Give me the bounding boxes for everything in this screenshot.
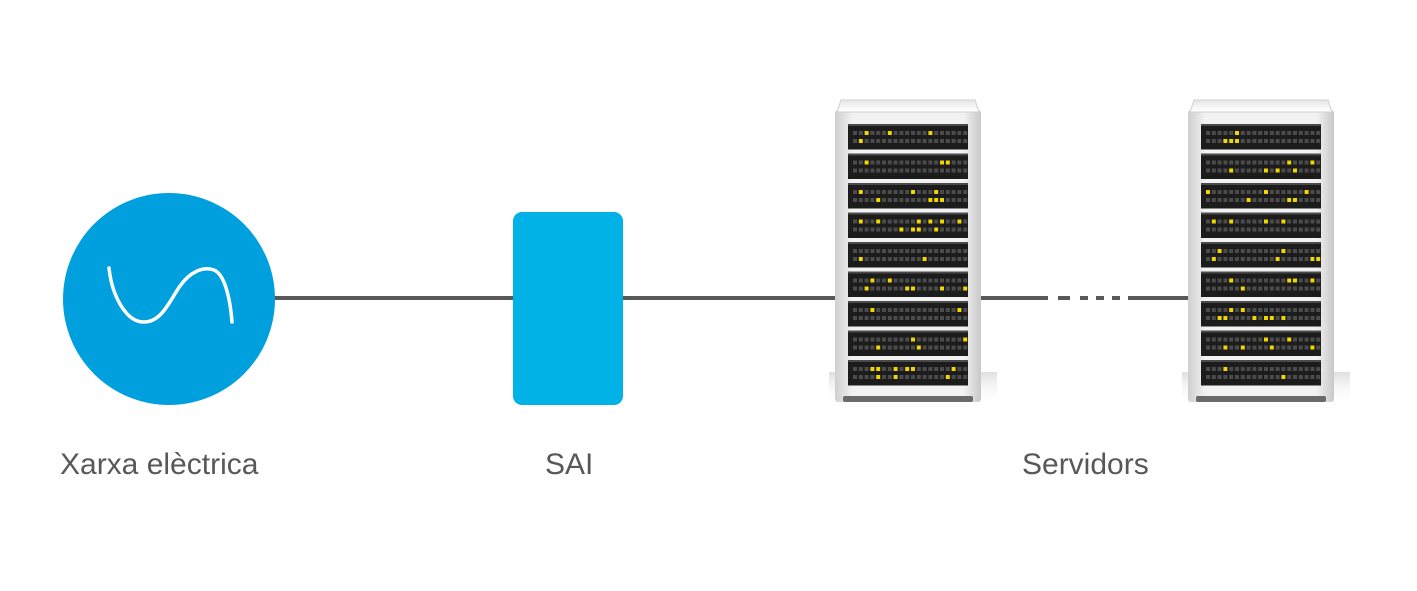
server-unit xyxy=(1201,360,1321,386)
server-unit xyxy=(1201,153,1321,179)
server-unit xyxy=(1201,242,1321,268)
server-rack-icon xyxy=(829,99,997,406)
grid-circle xyxy=(63,193,275,405)
server-unit xyxy=(848,301,968,327)
server-rack-icon xyxy=(1182,99,1350,406)
ups-label: SAI xyxy=(545,448,594,481)
connector-dots xyxy=(1058,296,1120,300)
server-unit xyxy=(848,271,968,297)
server-unit xyxy=(848,183,968,209)
server-unit xyxy=(848,124,968,150)
grid-label: Xarxa elèctrica xyxy=(60,448,259,481)
server-unit xyxy=(848,330,968,356)
server-unit xyxy=(848,242,968,268)
servers-label: Servidors xyxy=(1022,448,1149,481)
server-unit xyxy=(1201,124,1321,150)
grid-node xyxy=(63,193,275,405)
server-unit xyxy=(1201,183,1321,209)
server-unit xyxy=(848,153,968,179)
sine-wave-icon xyxy=(107,266,234,324)
server-unit xyxy=(848,212,968,238)
ups-box xyxy=(513,212,623,405)
server-unit xyxy=(848,360,968,386)
server-unit xyxy=(1201,330,1321,356)
server-unit xyxy=(1201,212,1321,238)
server-unit xyxy=(1201,301,1321,327)
server-unit xyxy=(1201,271,1321,297)
